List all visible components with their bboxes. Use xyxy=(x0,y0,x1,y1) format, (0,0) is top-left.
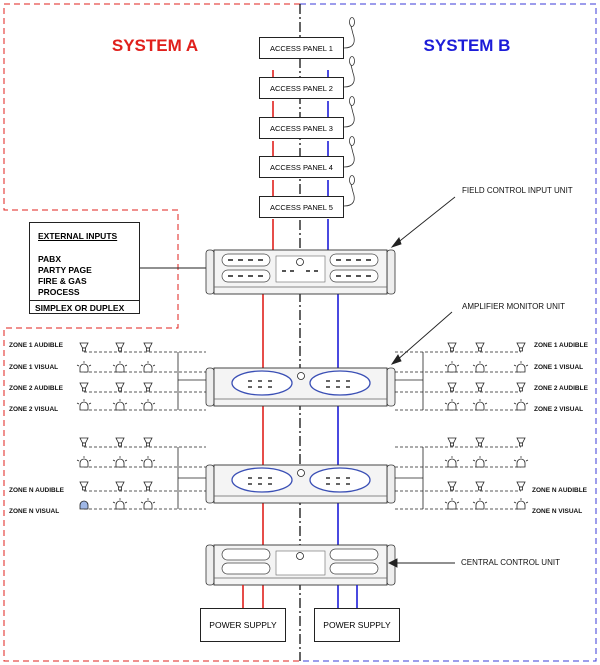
external-inputs-box: EXTERNAL INPUTS PABX PARTY PAGE FIRE & G… xyxy=(29,222,140,314)
external-input-item: PROCESS xyxy=(38,287,80,297)
zone-devices-right xyxy=(395,351,521,510)
system-a-title: SYSTEM A xyxy=(111,36,199,55)
zone-2-visual-label-a: ZONE 2 VISUAL xyxy=(9,406,59,413)
external-inputs-title: EXTERNAL INPUTS xyxy=(38,231,118,241)
access-panel-1: ACCESS PANEL 1 xyxy=(259,37,344,59)
microphone-icon xyxy=(343,175,355,207)
zone-n-audible-label-a: ZONE N AUDIBLE xyxy=(9,487,65,494)
zone-1-visual-label-b: ZONE 1 VISUAL xyxy=(534,364,584,371)
central-control-callout: CENTRAL CONTROL UNIT xyxy=(461,558,560,567)
zone-2-audible-label-b: ZONE 2 AUDIBLE xyxy=(534,385,588,392)
amplifier-monitor-callout: AMPLIFIER MONITOR UNIT xyxy=(462,302,565,311)
microphone-icon xyxy=(343,17,355,49)
zone-n-visual-label-b: ZONE N VISUAL xyxy=(532,508,583,515)
microphone-icon xyxy=(343,56,355,88)
field-control-callout: FIELD CONTROL INPUT UNIT xyxy=(462,186,573,195)
beacon-icons-right xyxy=(444,360,529,510)
amplifier-monitor-unit xyxy=(205,367,396,407)
beacon-icons-left xyxy=(76,360,156,510)
external-input-item: PABX xyxy=(38,254,61,264)
zone-2-visual-label-b: ZONE 2 VISUAL xyxy=(534,406,584,413)
zone-2-audible-label-a: ZONE 2 AUDIBLE xyxy=(9,385,63,392)
system-b-boundary xyxy=(300,3,597,662)
amplifier-monitor-unit xyxy=(205,464,396,504)
zone-1-audible-label-b: ZONE 1 AUDIBLE xyxy=(534,342,588,349)
zone-1-visual-label-a: ZONE 1 VISUAL xyxy=(9,364,59,371)
central-control-unit xyxy=(205,544,396,586)
beacon-icon-active xyxy=(79,500,89,510)
power-supply-a: POWER SUPPLY xyxy=(200,608,286,642)
power-supply-b: POWER SUPPLY xyxy=(314,608,400,642)
zone-n-visual-label-a: ZONE N VISUAL xyxy=(9,508,60,515)
zone-n-audible-label-b: ZONE N AUDIBLE xyxy=(532,487,588,494)
access-panel-4: ACCESS PANEL 4 xyxy=(259,156,344,178)
microphone-icon xyxy=(343,136,355,168)
external-input-item: FIRE & GAS xyxy=(38,276,87,286)
microphone-icons xyxy=(343,17,355,207)
zone-1-audible-label-a: ZONE 1 AUDIBLE xyxy=(9,342,63,349)
system-b-title: SYSTEM B xyxy=(423,36,511,55)
callout-arrows xyxy=(387,196,456,568)
external-input-item: PARTY PAGE xyxy=(38,265,92,275)
access-panel-3: ACCESS PANEL 3 xyxy=(259,117,344,139)
external-inputs-footer: SIMPLEX OR DUPLEX xyxy=(30,300,139,313)
system-b-bus xyxy=(327,70,339,608)
zone-devices-left xyxy=(84,351,206,510)
power-feeds xyxy=(242,585,358,608)
microphone-icon xyxy=(343,96,355,128)
system-a-boundary xyxy=(3,3,300,662)
system-a-bus xyxy=(262,70,274,608)
field-control-input-unit xyxy=(205,249,396,295)
access-panel-2: ACCESS PANEL 2 xyxy=(259,77,344,99)
access-panel-5: ACCESS PANEL 5 xyxy=(259,196,344,218)
